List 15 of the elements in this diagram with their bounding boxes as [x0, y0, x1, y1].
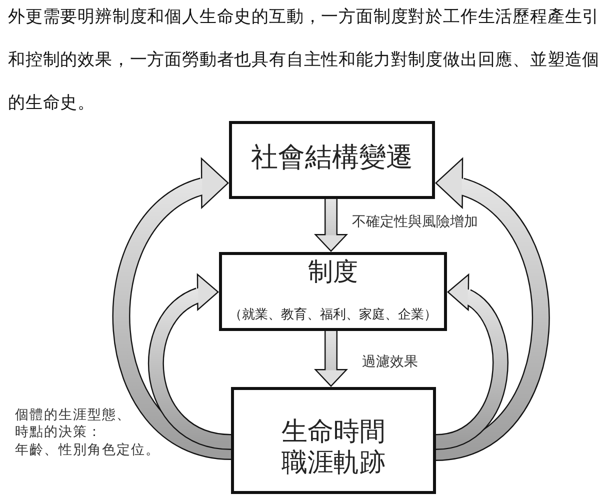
edge-label: 不確定性與風險增加: [351, 213, 479, 231]
note-text: 個體的生涯型態、: [15, 406, 131, 424]
process-box: [231, 387, 436, 494]
paragraph-line: 的生命史。: [8, 92, 95, 114]
node-text: （就業、教育、福利、家庭、企業）: [229, 306, 437, 324]
node-title: 社會結構變遷: [251, 141, 413, 175]
edge-label: 過濾效果: [361, 353, 419, 371]
node-title: 制度: [308, 257, 358, 287]
paragraph-line: 和控制的效果，一方面勞動者也具有自主性和能力對制度做出回應、並塑造個: [8, 49, 600, 71]
note-text: 時點的決策：: [15, 423, 102, 441]
note-text: 年齡、性別角色定位。: [15, 441, 160, 459]
process-box: [219, 252, 447, 331]
paragraph-line: 外更需要明辨制度和個人生命史的互動，一方面制度對於工作生活歷程產生引: [8, 6, 600, 28]
process-box: [229, 121, 435, 199]
node-title: 生命時間職涯軌跡: [280, 417, 386, 479]
